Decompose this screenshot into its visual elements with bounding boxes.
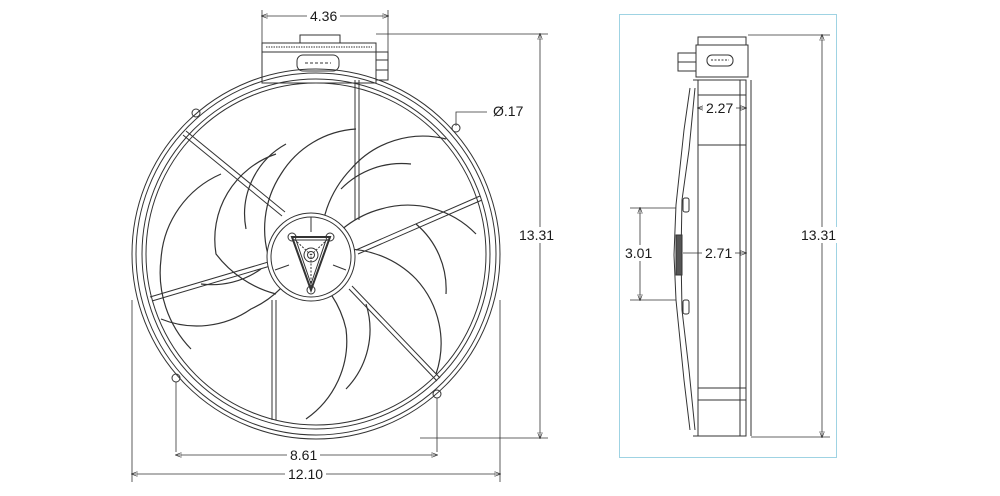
support-struts xyxy=(149,80,483,420)
dim-shroud-depth: 2.27 xyxy=(703,100,737,116)
connector-housing xyxy=(261,34,389,84)
dim-side-overall-height: 13.31 xyxy=(798,227,840,243)
dim-connector-width: 4.36 xyxy=(307,8,341,24)
dim-hub-diameter: 3.01 xyxy=(622,245,656,261)
dim-overall-depth: 2.71 xyxy=(702,245,736,261)
shroud-rings xyxy=(131,68,501,440)
motor-hub xyxy=(266,212,356,302)
dim-front-overall-height: 13.31 xyxy=(516,227,558,243)
fan-blades xyxy=(159,128,477,420)
front-view xyxy=(132,10,548,482)
dim-mount-hole-spacing: 8.61 xyxy=(287,447,321,463)
dim-mount-hole-diameter: Ø.17 xyxy=(490,103,527,119)
dim-overall-width: 12.10 xyxy=(285,466,327,482)
